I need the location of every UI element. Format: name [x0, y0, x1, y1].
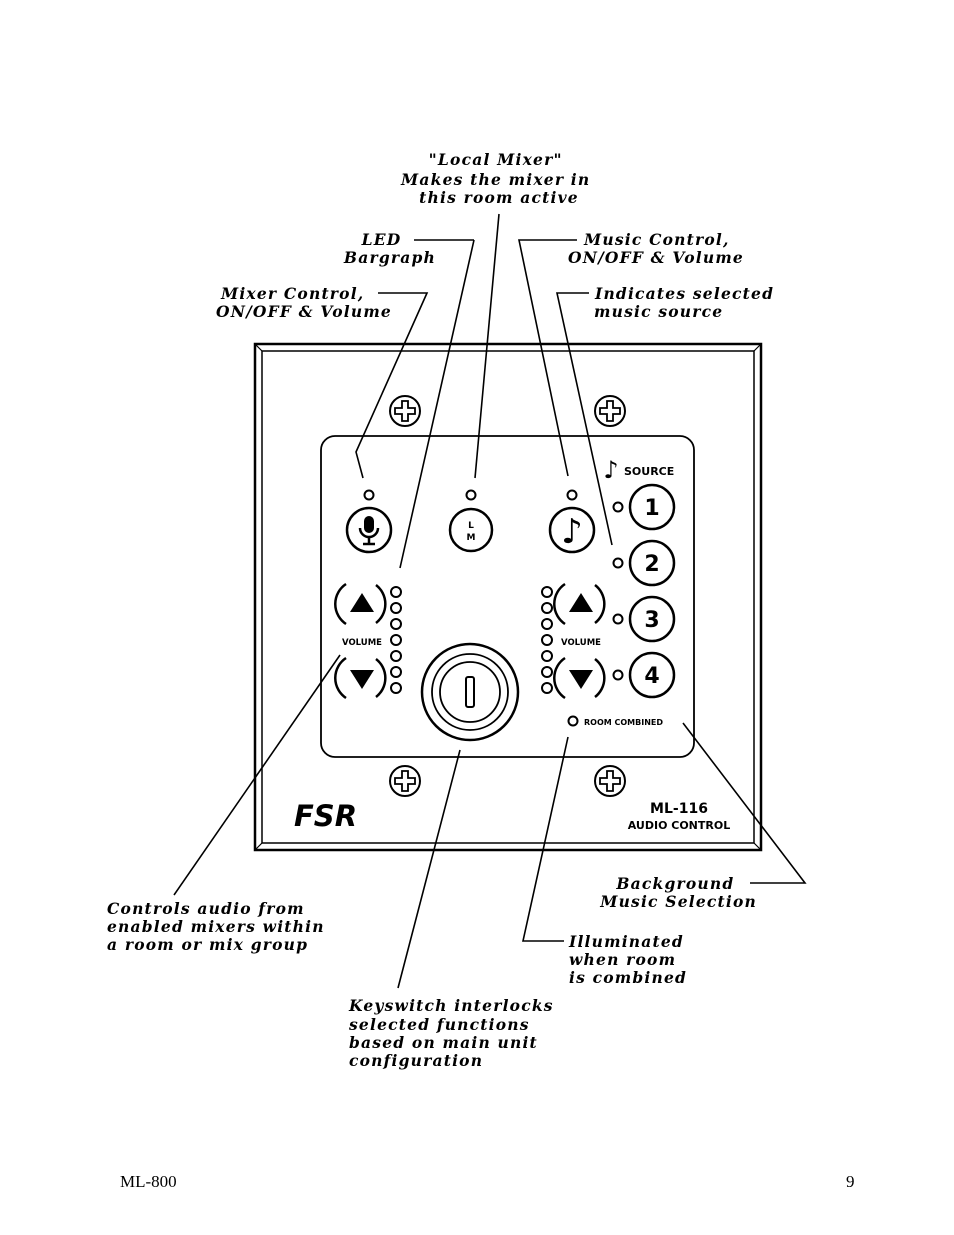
model-label: ML-116 [650, 801, 708, 817]
bargraph-led [390, 586, 402, 598]
screw-icon [389, 395, 421, 427]
source-led [612, 501, 624, 513]
bargraph-led [541, 618, 553, 630]
music-button[interactable]: ♪ [548, 506, 596, 554]
up-arrow-icon [350, 593, 374, 612]
source-button-label: 3 [644, 608, 659, 633]
bargraph-led [390, 666, 402, 678]
bargraph-led [390, 682, 402, 694]
bargraph-led [390, 650, 402, 662]
callout-keyswitch: Keyswitch interlocks selected functions … [348, 996, 560, 1070]
source-led [612, 613, 624, 625]
local-mixer-button[interactable]: L M [448, 507, 494, 553]
source-label: SOURCE [624, 465, 674, 478]
bargraph-led [390, 618, 402, 630]
source-led [612, 557, 624, 569]
screw-icon [594, 765, 626, 797]
volume-label-left: VOLUME [342, 638, 382, 648]
microphone-icon [358, 516, 380, 546]
lm-label-bottom: M [467, 533, 476, 543]
footer-page-number: 9 [846, 1172, 855, 1191]
screw-icon [594, 395, 626, 427]
footer-doc-id: ML-800 [120, 1172, 177, 1191]
screw-icon [389, 765, 421, 797]
source-led [612, 669, 624, 681]
lm-label-top: L [468, 521, 474, 531]
callout-mixer-control: Mixer Control, ON/OFF & Volume [216, 284, 392, 321]
down-arrow-icon [569, 670, 593, 689]
bargraph-led [390, 602, 402, 614]
source-button-2[interactable]: 2 [628, 539, 676, 587]
callout-controls-audio: Controls audio from enabled mixers withi… [107, 899, 331, 954]
callout-led-bargraph: LED Bargraph [343, 230, 436, 267]
source-button-label: 2 [644, 552, 659, 577]
volume-label-right: VOLUME [561, 638, 601, 648]
keyswitch[interactable] [420, 642, 520, 742]
music-volume-down-button[interactable] [553, 656, 606, 700]
source-button-label: 1 [644, 496, 659, 521]
source-button-3[interactable]: 3 [628, 595, 676, 643]
source-button-label: 4 [644, 664, 659, 689]
callout-music-source: Indicates selected music source [594, 284, 781, 321]
callout-illuminated: Illuminated when room is combined [568, 932, 691, 987]
bargraph-led [541, 602, 553, 614]
music-note-icon: ♪ [561, 512, 583, 552]
mixer-volume-up-button[interactable] [334, 582, 387, 626]
brand-logo: FSR [294, 799, 357, 833]
mixer-volume-down-button[interactable] [334, 656, 387, 700]
source-button-1[interactable]: 1 [628, 483, 676, 531]
callout-background-music: Background Music Selection [599, 874, 757, 911]
bargraph-led [541, 682, 553, 694]
bargraph-led [541, 666, 553, 678]
room-combined-led [567, 715, 579, 727]
music-led [566, 489, 578, 501]
callout-local-mixer: "Local Mixer" Makes the mixer in this ro… [400, 150, 597, 207]
leader-lines [173, 213, 807, 989]
key-slot-icon [465, 676, 475, 708]
local-mixer-led [465, 489, 477, 501]
music-volume-up-button[interactable] [553, 582, 606, 626]
music-note-icon: ♪ [603, 456, 618, 484]
down-arrow-icon [350, 670, 374, 689]
mixer-button[interactable] [345, 506, 393, 554]
bargraph-led [541, 586, 553, 598]
control-panel [320, 435, 695, 758]
bargraph-led [541, 634, 553, 646]
model-subtitle: AUDIO CONTROL [628, 819, 730, 832]
room-combined-label: ROOM COMBINED [584, 718, 663, 727]
bargraph-led [390, 634, 402, 646]
source-button-4[interactable]: 4 [628, 651, 676, 699]
mixer-led [363, 489, 375, 501]
callout-music-control: Music Control, ON/OFF & Volume [568, 230, 744, 267]
led-bargraph-left [390, 586, 402, 694]
led-bargraph-right [541, 586, 553, 694]
bargraph-led [541, 650, 553, 662]
up-arrow-icon [569, 593, 593, 612]
